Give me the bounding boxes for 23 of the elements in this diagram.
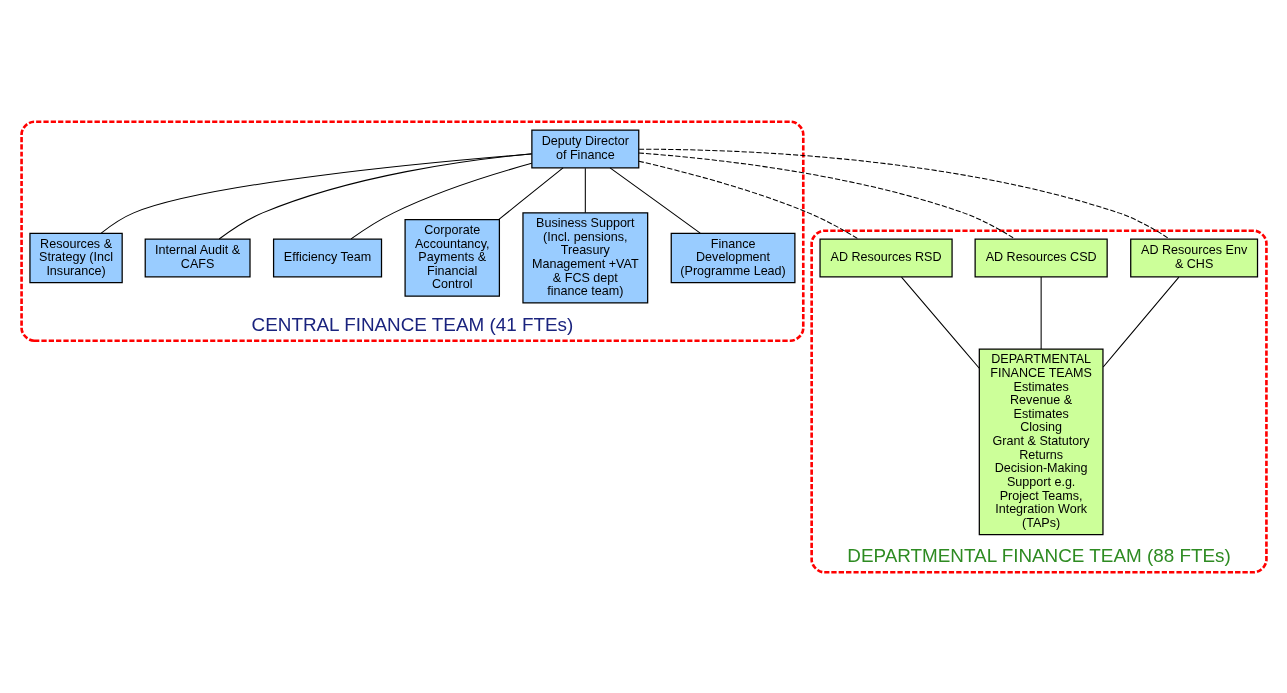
- connector: [218, 152, 532, 240]
- node-box: Internal Audit & CAFS: [144, 237, 251, 277]
- node-box: Corporate Accountancy, Payments & Financial Control: [403, 218, 500, 297]
- connector: [638, 148, 1170, 240]
- node-box: Business Support (Incl. pensions, Treasury Management +VAT & FCS dept finance team): [521, 211, 648, 304]
- connector: [350, 162, 532, 239]
- node-box: Finance Development (Programme Lead): [670, 232, 795, 283]
- node-box: DEPARTMENTAL FINANCE TEAMS Estimates Revenue & Estimates Closing Grant & Statutory Returns Decision-Making Support e.g. Project Teams, Integration Work (TAPs): [978, 347, 1104, 535]
- connector: [584, 167, 586, 213]
- connector: [1102, 276, 1179, 367]
- connector: [637, 151, 1015, 239]
- connector: [637, 160, 859, 239]
- connector: [1040, 276, 1042, 350]
- connector: [497, 166, 564, 220]
- node-box: AD Resources RSD: [818, 237, 953, 277]
- node-box: Efficiency Team: [272, 237, 382, 277]
- connector: [100, 153, 532, 234]
- node-box: AD Resources CSD: [974, 237, 1108, 277]
- connector: [900, 276, 980, 369]
- node-box: AD Resources Env & CHS: [1129, 237, 1258, 277]
- node-box: Resources & Strategy (Incl Insurance): [28, 232, 123, 283]
- node-box: Deputy Director of Finance: [530, 128, 639, 168]
- connector: [609, 166, 701, 234]
